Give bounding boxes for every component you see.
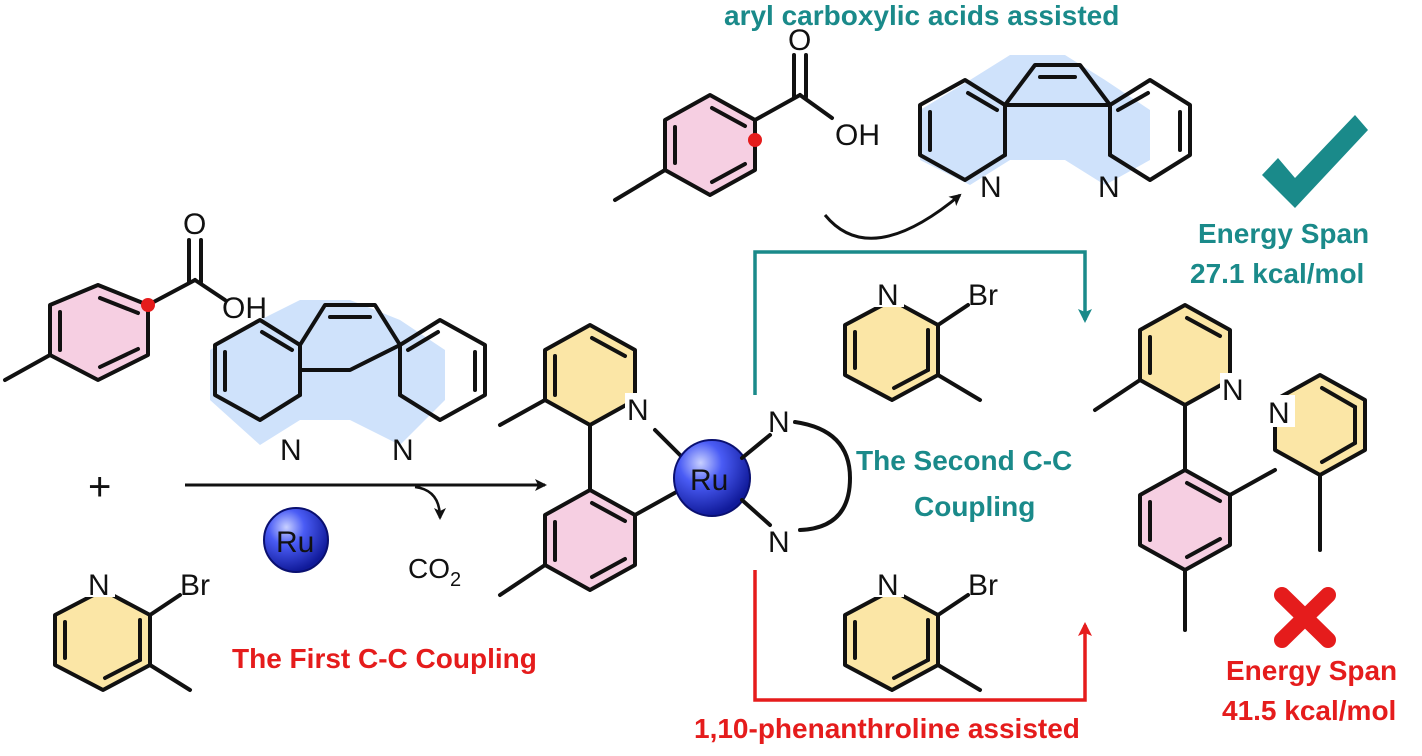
- pink-ring-fill: [545, 490, 635, 590]
- energy-span-bad-line1: Energy Span: [1226, 655, 1397, 686]
- cross-icon: [1274, 587, 1336, 648]
- yellow-ring-fill: [1140, 305, 1230, 405]
- atom-n-left-2: N: [392, 434, 414, 467]
- product-molecule: N N: [1093, 303, 1367, 632]
- energy-span-good-line1: Energy Span: [1198, 218, 1369, 249]
- atom-n-bromopyridine-bottom: N: [877, 569, 899, 602]
- atom-oxygen: O: [183, 208, 206, 241]
- atom-br-top: Br: [968, 279, 998, 312]
- yellow-ring-fill: [845, 300, 938, 400]
- atom-n-chelate-top: N: [768, 406, 790, 439]
- top-assisted-label: aryl carboxylic acids assisted: [724, 0, 1119, 31]
- atom-hydroxyl: OH: [835, 119, 880, 152]
- ru-intermediate: N Ru N N: [498, 323, 852, 597]
- yellow-ring-fill: [845, 590, 938, 690]
- atom-n-intermediate-pyridyl: N: [627, 394, 649, 427]
- atom-n-bromopyridine-top: N: [877, 279, 899, 312]
- atom-br-bottom: Br: [968, 569, 998, 602]
- ipso-dot: [748, 133, 762, 147]
- red-pathway-arrow: [753, 570, 1092, 702]
- atom-n-left-1: N: [280, 434, 302, 467]
- teal-pathway-arrow: [753, 250, 1092, 395]
- top-phenanthroline: N N: [918, 55, 1192, 204]
- energy-span-bad-line2: 41.5 kcal/mol: [1222, 695, 1396, 726]
- yellow-ring-fill: [55, 590, 150, 690]
- co2-label: CO2: [408, 553, 461, 591]
- second-coupling-label-line2: Coupling: [914, 491, 1035, 522]
- ru-catalyst: Ru: [263, 507, 329, 573]
- atom-n-product-2: N: [1268, 397, 1290, 430]
- atom-n-product-1: N: [1222, 374, 1244, 407]
- bottom-assisted-label: 1,10-phenanthroline assisted: [694, 713, 1080, 744]
- left-toluic-acid: O OH: [3, 208, 267, 382]
- first-coupling-label: The First C-C Coupling: [232, 643, 537, 674]
- left-bromopyridine: N Br: [53, 565, 210, 692]
- atom-oxygen: O: [788, 24, 811, 57]
- middle-bromopyridine-top: N Br: [843, 275, 998, 402]
- pink-ring-fill: [665, 95, 755, 195]
- blue-ring-fill: [920, 55, 1150, 185]
- middle-bromopyridine-bottom: N Br: [843, 565, 998, 692]
- co2-release-arrow: [414, 485, 446, 520]
- second-coupling-label-line1: The Second C-C: [856, 445, 1072, 476]
- atom-n-chelate-bottom: N: [768, 526, 790, 559]
- plus-sign: +: [88, 465, 111, 509]
- atom-n-bromopyridine-left: N: [88, 569, 110, 602]
- energy-span-good-line2: 27.1 kcal/mol: [1190, 258, 1364, 289]
- atom-n-top-2: N: [1098, 171, 1120, 204]
- left-phenanthroline: N N: [210, 300, 487, 467]
- top-toluic-acid: O OH: [613, 24, 880, 202]
- pink-ring-fill: [1140, 470, 1230, 570]
- atom-n-top-1: N: [980, 171, 1002, 204]
- atom-br-left: Br: [180, 569, 210, 602]
- ipso-dot: [141, 298, 155, 312]
- check-icon: [1262, 115, 1368, 208]
- ru-catalyst-label: Ru: [276, 526, 314, 559]
- ligand-exchange-arrow: [823, 193, 962, 240]
- ru-intermediate-label: Ru: [690, 464, 728, 497]
- yellow-ring-fill: [545, 325, 635, 425]
